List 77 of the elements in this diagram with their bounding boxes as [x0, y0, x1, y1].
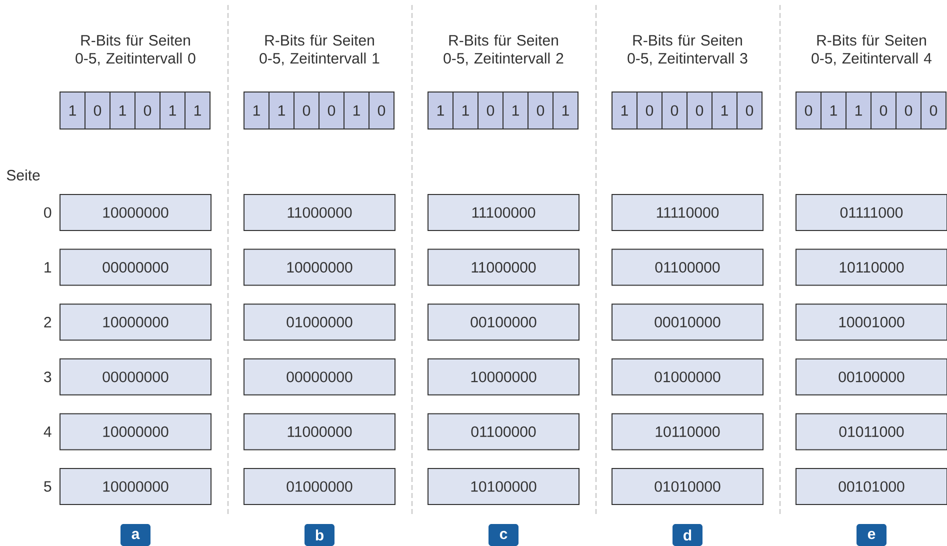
counter-box: 01000000	[612, 358, 764, 396]
r-bit-cell: 0	[478, 92, 504, 130]
counter-box: 00000000	[244, 358, 396, 396]
letter-badge: c	[488, 524, 518, 546]
counter-box: 00000000	[60, 358, 212, 396]
counter-box: 01100000	[428, 413, 580, 450]
counter-box: 10110000	[796, 248, 947, 286]
r-bit-cell: 0	[294, 92, 320, 130]
column-heading: R-Bits für Seiten 0-5, Zeitintervall 0	[76, 34, 196, 66]
counter-box: 01010000	[612, 468, 764, 505]
r-bit-cell: 1	[820, 92, 847, 130]
r-bit-cell: 1	[244, 92, 270, 130]
row-number: 3	[44, 372, 52, 382]
counter-box: 00000000	[60, 248, 212, 286]
r-bit-cell: 1	[160, 92, 186, 130]
counter-box: 01000000	[244, 468, 396, 505]
r-bit-cell: 1	[552, 92, 578, 130]
counter-box: 01111000	[796, 194, 947, 231]
r-bit-cell: 0	[636, 92, 662, 130]
r-bit-cell: 1	[428, 92, 454, 130]
counter-box: 11100000	[428, 194, 580, 231]
r-bit-cell: 0	[896, 92, 922, 130]
r-bit-cell: 1	[846, 92, 872, 130]
counter-box: 10000000	[60, 468, 212, 505]
r-bit-cell: 0	[686, 92, 712, 130]
column-heading: R-Bits für Seiten 0-5, Zeitintervall 1	[260, 34, 380, 66]
counter-box: 01000000	[244, 304, 396, 341]
r-bit-cell: 0	[134, 92, 160, 130]
counter-box: 10001000	[796, 304, 947, 341]
row-number: 2	[44, 316, 52, 328]
letter-badge: d	[672, 524, 702, 546]
counter-box: 11110000	[612, 194, 764, 231]
row-number: 4	[44, 426, 52, 437]
r-bit-cell: 0	[318, 92, 344, 130]
counter-box: 00100000	[428, 304, 580, 341]
row-number: 5	[44, 481, 52, 492]
r-bit-cell: 0	[662, 92, 688, 130]
r-bit-cell: 1	[452, 92, 478, 130]
counter-box: 10000000	[60, 304, 212, 341]
r-bit-cell: 0	[796, 92, 822, 130]
counter-box: 10000000	[60, 413, 212, 450]
counter-box: 11000000	[244, 413, 396, 450]
letter-badge: a	[120, 524, 150, 546]
r-bit-cell: 1	[110, 92, 136, 130]
counter-box: 01011000	[796, 413, 947, 450]
r-bit-cell: 1	[712, 92, 738, 130]
counter-box: 00100000	[796, 358, 947, 396]
counter-box: 10000000	[244, 248, 396, 286]
r-bit-cell: 0	[368, 92, 394, 130]
r-bit-cell: 0	[528, 92, 554, 130]
row-number: 1	[44, 262, 52, 272]
r-bit-cell: 1	[268, 92, 294, 130]
r-bit-cell: 0	[736, 92, 762, 130]
column-heading: R-Bits für Seiten 0-5, Zeitintervall 4	[812, 34, 932, 66]
counter-box: 10100000	[428, 468, 580, 505]
r-bit-cell: 1	[344, 92, 370, 130]
r-bit-cell: 1	[60, 92, 86, 130]
r-bit-cell: 0	[920, 92, 946, 130]
column-heading: R-Bits für Seiten 0-5, Zeitintervall 2	[444, 34, 564, 66]
letter-badge: e	[856, 524, 886, 546]
r-bit-cell: 1	[502, 92, 528, 130]
r-bit-cell: 1	[184, 92, 210, 130]
counter-box: 01100000	[612, 248, 764, 286]
counter-box: 10000000	[60, 194, 212, 231]
counter-box: 11000000	[428, 248, 580, 286]
r-bit-cell: 0	[84, 92, 110, 130]
column-heading: R-Bits für Seiten 0-5, Zeitintervall 3	[628, 34, 748, 66]
counter-box: 00101000	[796, 468, 947, 505]
letter-badge: b	[304, 524, 334, 546]
counter-box: 10110000	[612, 413, 764, 450]
row-number: 0	[44, 207, 52, 218]
counter-box: 11000000	[244, 194, 396, 231]
r-bit-cell: 1	[612, 92, 638, 130]
r-bit-cell: 0	[870, 92, 897, 130]
counter-box: 10000000	[428, 358, 580, 396]
axis-label: Seite	[6, 170, 40, 180]
counter-box: 00010000	[612, 304, 764, 341]
